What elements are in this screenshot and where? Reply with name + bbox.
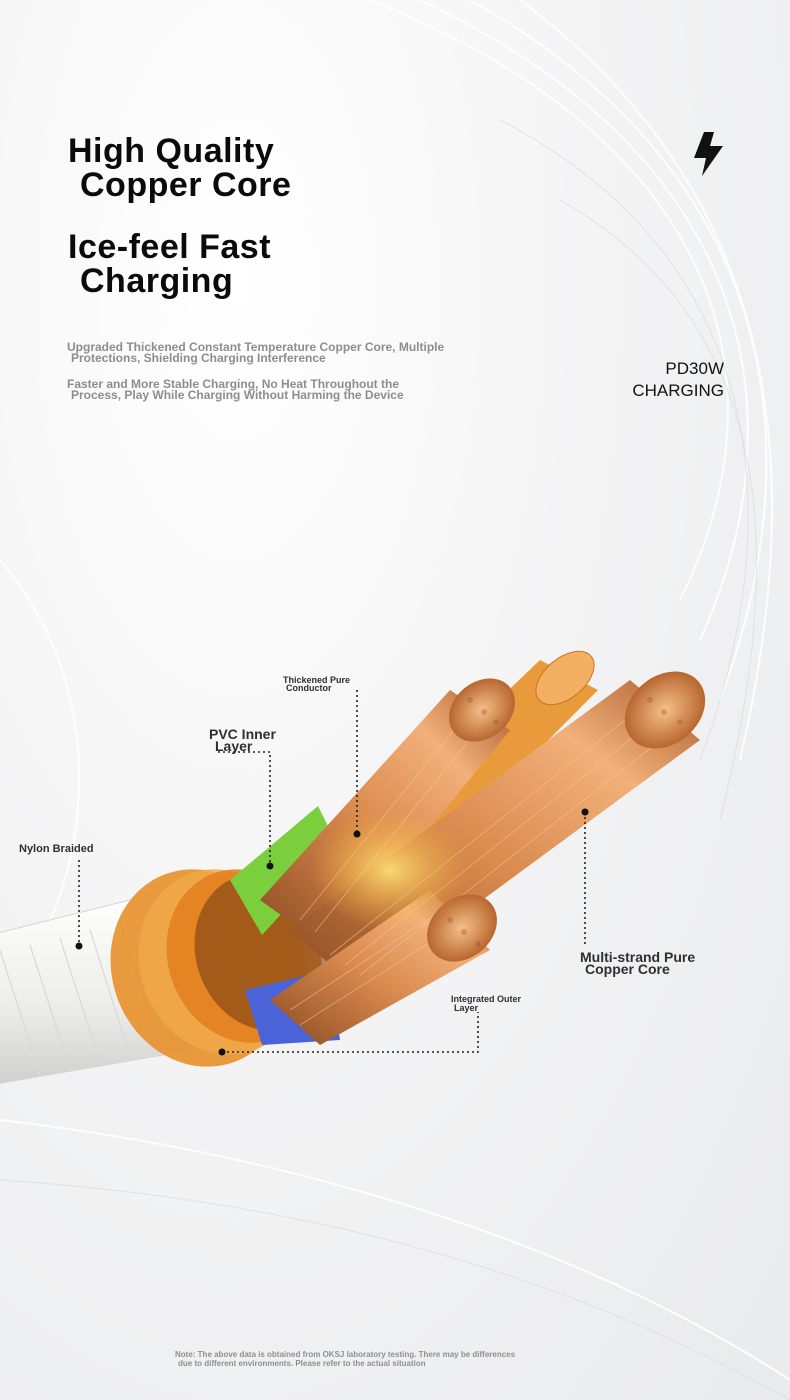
callout-integrated-outer-layer: Integrated Outer Layer — [451, 995, 521, 1013]
heading-line: Ice-feel Fast — [68, 228, 272, 266]
description-line: Protections, Shielding Charging Interfer… — [71, 351, 326, 365]
callout-line: Layer — [215, 738, 253, 754]
callout-line: Thickened Pure — [283, 675, 351, 685]
cable-cross-section-illustration — [0, 650, 706, 1084]
callout-line: Conductor — [286, 683, 332, 693]
callout-line: PVC Inner — [209, 726, 276, 742]
callout-line: Integrated Outer — [451, 994, 522, 1004]
footnote-line: Note: The above data is obtained from OK… — [175, 1350, 516, 1359]
charging-power-badge: PD30W CHARGING — [632, 358, 724, 402]
description-line: Upgraded Thickened Constant Temperature … — [67, 340, 445, 354]
badge-label: CHARGING — [632, 381, 724, 400]
callout-line: Copper Core — [585, 961, 670, 977]
callout-line: Layer — [454, 1003, 479, 1013]
lab-testing-footnote: Note: The above data is obtained from OK… — [175, 1350, 515, 1368]
callout-line: Multi-strand Pure — [580, 949, 696, 965]
heading-line: Copper Core — [80, 166, 292, 204]
description-copper-core: Upgraded Thickened Constant Temperature … — [67, 340, 445, 365]
heading-line: Charging — [80, 262, 234, 300]
callout-thickened-pure-conductor: Thickened Pure Conductor — [283, 675, 351, 693]
description-fast-charging: Faster and More Stable Charging, No Heat… — [67, 377, 404, 402]
callout-pvc-inner-layer: PVC Inner Layer — [209, 726, 276, 754]
lightning-bolt-icon — [694, 132, 723, 176]
heading-high-quality-copper-core: High Quality Copper Core — [68, 134, 291, 202]
heading-line: High Quality — [68, 132, 275, 170]
heading-ice-feel-fast-charging: Ice-feel Fast Charging — [68, 230, 271, 298]
badge-power: PD30W — [665, 359, 724, 378]
description-line: Process, Play While Charging Without Har… — [71, 388, 404, 402]
callout-nylon-braided: Nylon Braided — [19, 843, 94, 855]
callout-line: Nylon Braided — [19, 843, 94, 855]
description-line: Faster and More Stable Charging, No Heat… — [67, 377, 400, 391]
footnote-line: due to different environments. Please re… — [178, 1359, 426, 1368]
callout-multi-strand-copper-core: Multi-strand Pure Copper Core — [580, 949, 696, 977]
